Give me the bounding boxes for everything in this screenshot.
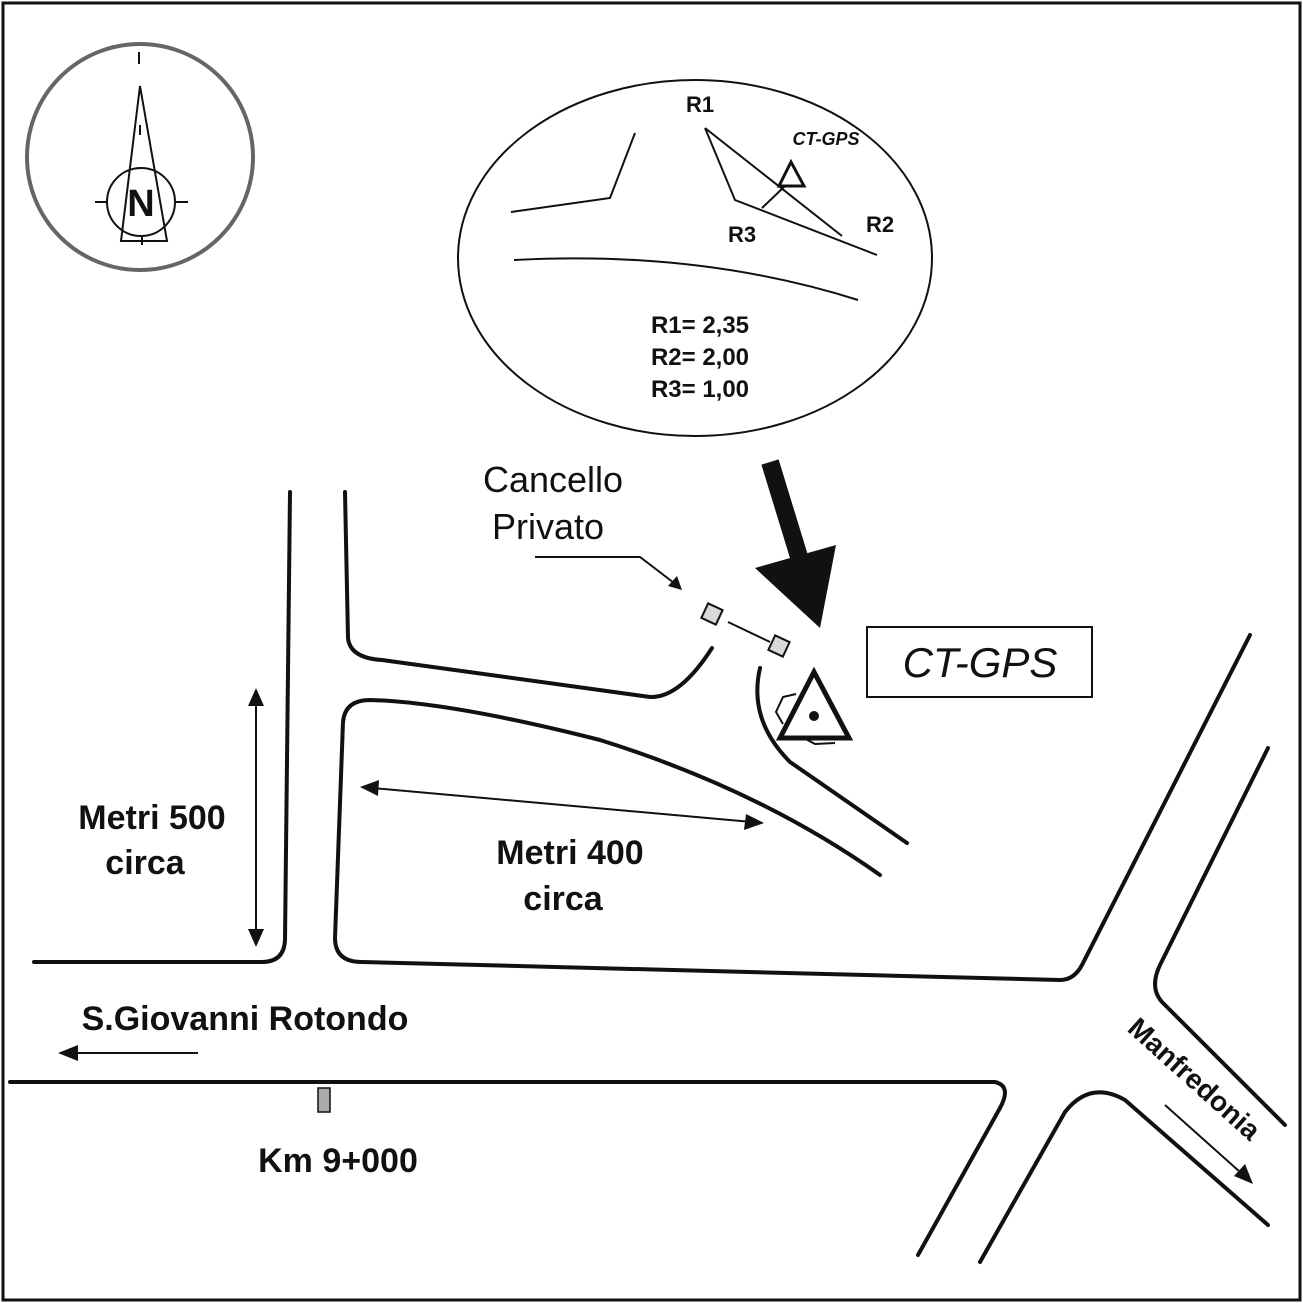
east-direction-arrow-icon <box>1164 1104 1253 1184</box>
inset-station-triangle-icon <box>776 158 807 188</box>
north-compass-icon: N <box>25 42 255 272</box>
inset-label-r1: R1 <box>686 92 714 117</box>
distance-400-line2: circa <box>523 880 603 918</box>
gate-label-line2: Privato <box>492 506 604 547</box>
gate-label-line1: Cancello <box>483 459 623 500</box>
distance-500-line2: circa <box>105 844 185 882</box>
inset-station-label: CT-GPS <box>792 129 859 149</box>
km-marker-post <box>317 1087 331 1113</box>
measurement-r1: R1= 2,35 <box>651 312 749 339</box>
measurement-r3: R3= 1,00 <box>651 376 749 403</box>
location-pointer-arrow-icon <box>755 459 836 628</box>
inset-label-r2: R2 <box>866 212 894 237</box>
private-gate <box>535 556 791 658</box>
measurement-r2: R2= 2,00 <box>651 344 749 371</box>
distance-400-arrow-icon <box>360 780 764 830</box>
town-west-label: S.Giovanni Rotondo <box>82 1000 409 1038</box>
west-direction-arrow-icon <box>58 1045 198 1061</box>
gate-pointer-arrowhead-icon <box>668 576 682 590</box>
distance-500-line1: Metri 500 <box>78 799 225 837</box>
station-label-box <box>866 626 1093 698</box>
detail-inset: R1 R2 R3 CT-GPS R1= 2,35 R2= 2,00 R3= 1,… <box>457 79 933 437</box>
gps-station-triangle-icon <box>774 666 854 746</box>
km-marker-label: Km 9+000 <box>258 1142 418 1180</box>
distance-500-arrow-icon <box>248 688 264 947</box>
compass-north-label: N <box>127 183 154 225</box>
roads <box>8 490 1287 1264</box>
station-label: CT-GPS <box>903 639 1058 686</box>
distance-400-line1: Metri 400 <box>496 834 643 872</box>
inset-label-r3: R3 <box>728 222 756 247</box>
